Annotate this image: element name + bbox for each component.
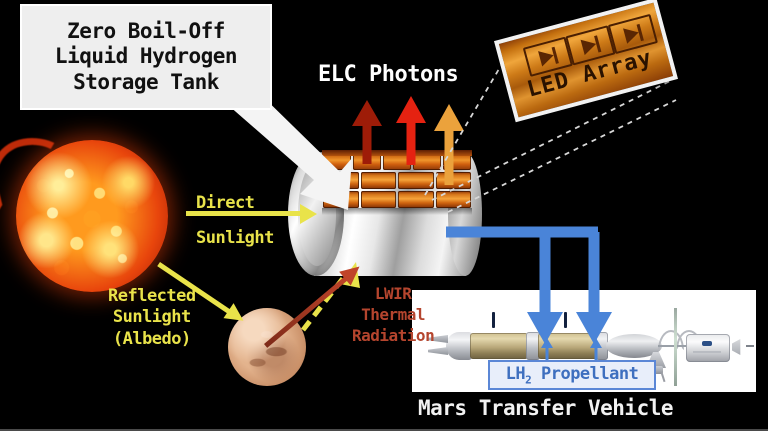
lh2-propellant-label: LH2 Propellant (505, 363, 639, 387)
reflected-sunlight-label: Reflected Sunlight (Albedo) (108, 286, 196, 350)
reflected-sunlight-line-3: (Albedo) (112, 328, 191, 349)
spacecraft-truss (674, 308, 677, 386)
lwir-line-3: Radiation (352, 325, 435, 345)
direct-sunlight-label: Direct Sunlight (196, 193, 274, 250)
direct-sunlight-ray (186, 211, 304, 216)
spacecraft-strut-top-2 (564, 312, 567, 328)
elc-photon-arrow-dark-red (352, 100, 382, 164)
direct-sunlight-line-2: Sunlight (196, 228, 274, 249)
callout-line-1: Zero Boil-Off (67, 18, 225, 43)
callout-line-3: Storage Tank (73, 69, 219, 94)
spacecraft-engine-1 (428, 335, 448, 343)
lwir-line-1: LWIR (374, 284, 412, 303)
spacecraft-docking-port (732, 339, 741, 355)
callout-pointer-arrow (192, 80, 352, 210)
elc-photon-arrow-bright-red (396, 96, 426, 165)
spacecraft-engine-2 (428, 347, 448, 355)
spacecraft-tank-1 (470, 333, 528, 359)
spacecraft-antenna (746, 345, 754, 347)
lwir-line-2: Thermal (361, 304, 426, 324)
callout-line-2: Liquid Hydrogen (54, 44, 238, 69)
mars-transfer-vehicle-label: Mars Transfer Vehicle (418, 396, 674, 420)
direct-sunlight-line-1: Direct (196, 193, 255, 213)
title-callout-box: Zero Boil-Off Liquid Hydrogen Storage Ta… (20, 4, 272, 110)
sun-illustration (0, 128, 186, 307)
tank-panel-shadow (322, 208, 472, 215)
spacecraft-strut-top-1 (492, 312, 495, 328)
lh2-propellant-callout: LH2 Propellant (488, 360, 656, 390)
reflected-sunlight-line-2: Sunlight (112, 307, 191, 328)
lwir-thermal-radiation-label: LWIR Thermal Radiation (352, 284, 435, 346)
reflected-sunlight-line-1: Reflected (108, 286, 196, 306)
spacecraft-nose (446, 332, 472, 360)
tank-top-strip (322, 150, 472, 156)
spacecraft-habitat-module (686, 334, 730, 362)
direct-sunlight-arrowhead (300, 204, 317, 224)
spacecraft-boom (658, 345, 700, 347)
sun-surface-texture (16, 140, 168, 292)
